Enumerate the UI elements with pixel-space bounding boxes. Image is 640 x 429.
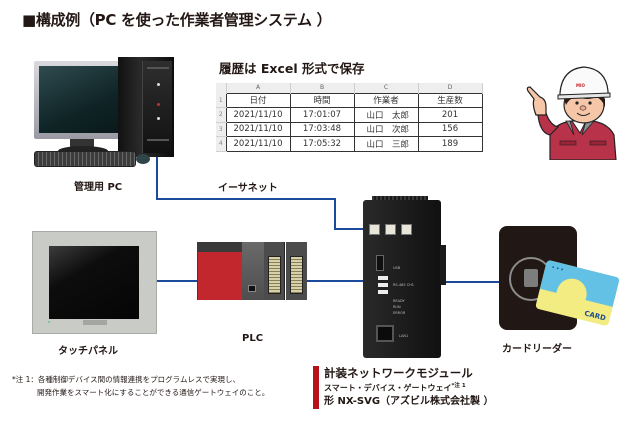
card-reader-label: カードリーダー bbox=[502, 344, 572, 355]
plc-label: PLC bbox=[242, 333, 264, 344]
row-number: 1 bbox=[216, 93, 226, 108]
output-cell: 189 bbox=[417, 136, 483, 152]
worker-cell: 山口 三郎 bbox=[353, 136, 419, 152]
pc-label: 管理用 PC bbox=[74, 182, 123, 193]
ethernet-wire-horizontal bbox=[156, 198, 336, 200]
row-number: 2 bbox=[216, 107, 226, 123]
rotary-switch-icon bbox=[401, 224, 412, 235]
touch-panel-led-icon bbox=[48, 321, 50, 323]
status-led-icon bbox=[157, 103, 160, 106]
gateway-product-info: 計装ネットワークモジュール スマート・デバイス・ゲートウェイ*注 1 形 NX-… bbox=[313, 366, 494, 409]
row-number: 4 bbox=[216, 136, 226, 152]
worker-body bbox=[549, 120, 617, 160]
gateway-product-subtitle: スマート・デバイス・ゲートウェイ*注 1 bbox=[324, 380, 494, 395]
lan-port-label: LAN1 bbox=[399, 334, 409, 338]
time-cell: 17:05:32 bbox=[289, 136, 355, 152]
worker-arm bbox=[526, 86, 560, 136]
io-connector bbox=[290, 256, 303, 294]
date-cell: 2021/11/10 bbox=[225, 121, 291, 137]
plc-power-top bbox=[197, 242, 242, 252]
rs485-terminal-icon bbox=[378, 276, 388, 296]
date-cell: 2021/11/10 bbox=[225, 136, 291, 152]
column-letter: B bbox=[290, 83, 355, 93]
column-letter-row: A B C D bbox=[216, 83, 483, 93]
gateway-product-name: 計装ネットワークモジュール bbox=[324, 366, 473, 380]
table-row: 2 2021/11/10 17:01:07 山口 太郎 201 bbox=[216, 107, 483, 123]
excel-caption: 履歴は Excel 形式で保存 bbox=[219, 61, 365, 76]
lan-port-icon bbox=[376, 325, 394, 342]
touch-panel-button bbox=[83, 320, 107, 325]
footnote-line-2: 開発作業をスマート化にすることができる通信ゲートウェイのこと。 bbox=[37, 388, 270, 397]
plc-cpu-module bbox=[242, 242, 264, 300]
header-cell-output: 生産数 bbox=[417, 92, 483, 108]
status-label: READY bbox=[393, 299, 405, 303]
gateway-subtitle-text: スマート・デバイス・ゲートウェイ bbox=[324, 383, 452, 393]
io-connector bbox=[268, 256, 281, 294]
column-letter: D bbox=[418, 83, 483, 93]
plc-io-module bbox=[286, 242, 307, 300]
monitor-stand bbox=[70, 139, 94, 148]
table-row: 4 2021/11/10 17:05:32 山口 三郎 189 bbox=[216, 136, 483, 152]
header-row: 1 日付 時間 作業者 生産数 bbox=[216, 92, 483, 108]
drive-bay bbox=[147, 67, 169, 69]
pc-tower-front bbox=[142, 61, 172, 153]
time-cell: 17:03:48 bbox=[289, 121, 355, 137]
date-cell: 2021/11/10 bbox=[225, 107, 291, 123]
gateway-module: USB RS-485 CH1 READY RUN ERROR LAN1 bbox=[363, 200, 441, 358]
status-label: ERROR bbox=[393, 311, 406, 315]
gateway-model-number: 形 NX-SVG（アズビル株式会社製 ） bbox=[324, 395, 494, 407]
footnote-line-1: *注 1：各種制御デバイス間の情報連携をプログラムレスで実現し、 bbox=[12, 375, 240, 384]
header-cell-date: 日付 bbox=[225, 92, 291, 108]
corner-cell bbox=[216, 83, 227, 93]
plc-io-module bbox=[264, 242, 285, 300]
page-title: ■構成例（PC を使った作業者管理システム ） bbox=[22, 11, 332, 29]
column-letter: A bbox=[226, 83, 291, 93]
status-label: RUN bbox=[393, 305, 401, 309]
card-text: CARD bbox=[583, 309, 607, 323]
ethernet-wire-down bbox=[156, 152, 158, 200]
note-reference: *注 1 bbox=[451, 383, 466, 389]
output-cell: 201 bbox=[417, 107, 483, 123]
time-cell: 17:01:07 bbox=[289, 107, 355, 123]
ethernet-wire-stub bbox=[334, 228, 364, 230]
header-cell-worker: 作業者 bbox=[353, 92, 419, 108]
keyboard bbox=[34, 151, 136, 167]
serial-wire-plc-gateway bbox=[307, 280, 363, 282]
touch-panel-label: タッチパネル bbox=[58, 346, 118, 357]
status-led-icon bbox=[157, 117, 160, 120]
worker-cell: 山口 次郎 bbox=[353, 121, 419, 137]
mouse bbox=[136, 154, 150, 164]
touch-panel-screen bbox=[49, 246, 139, 319]
power-button-icon bbox=[157, 83, 160, 86]
serial-wire-gateway-reader bbox=[446, 281, 499, 283]
din-rail-clip bbox=[440, 245, 446, 285]
usb-port-icon bbox=[376, 255, 384, 271]
monitor-screen bbox=[39, 66, 127, 133]
table-row: 3 2021/11/10 17:03:48 山口 次郎 156 bbox=[216, 121, 483, 137]
ethernet-wire-to-gateway bbox=[334, 198, 336, 230]
column-letter: C bbox=[354, 83, 419, 93]
worker-cell: 山口 太郎 bbox=[353, 107, 419, 123]
header-cell-time: 時間 bbox=[289, 92, 355, 108]
rotary-switch-icon bbox=[369, 224, 380, 235]
row-number: 3 bbox=[216, 122, 226, 137]
ethernet-label: イーサネット bbox=[218, 183, 278, 194]
footnote: *注 1：各種制御デバイス間の情報連携をプログラムレスで実現し、 開発作業をスマ… bbox=[12, 373, 269, 399]
output-cell: 156 bbox=[417, 121, 483, 137]
excel-history-table: A B C D 1 日付 時間 作業者 生産数 2 2021/11/10 17:… bbox=[216, 83, 483, 152]
serial-wire-panel-plc bbox=[157, 280, 197, 282]
plc-ethernet-port-icon bbox=[248, 285, 256, 292]
worker-illustration: MIO bbox=[526, 66, 617, 160]
drive-bay bbox=[147, 139, 169, 141]
hard-hat-icon: MIO bbox=[557, 66, 611, 100]
rs485-port-label: RS-485 CH1 bbox=[393, 283, 415, 287]
rotary-switch-icon bbox=[385, 224, 396, 235]
svg-text:MIO: MIO bbox=[576, 83, 585, 88]
reader-sensor-icon bbox=[524, 269, 538, 287]
usb-port-label: USB bbox=[393, 266, 401, 270]
